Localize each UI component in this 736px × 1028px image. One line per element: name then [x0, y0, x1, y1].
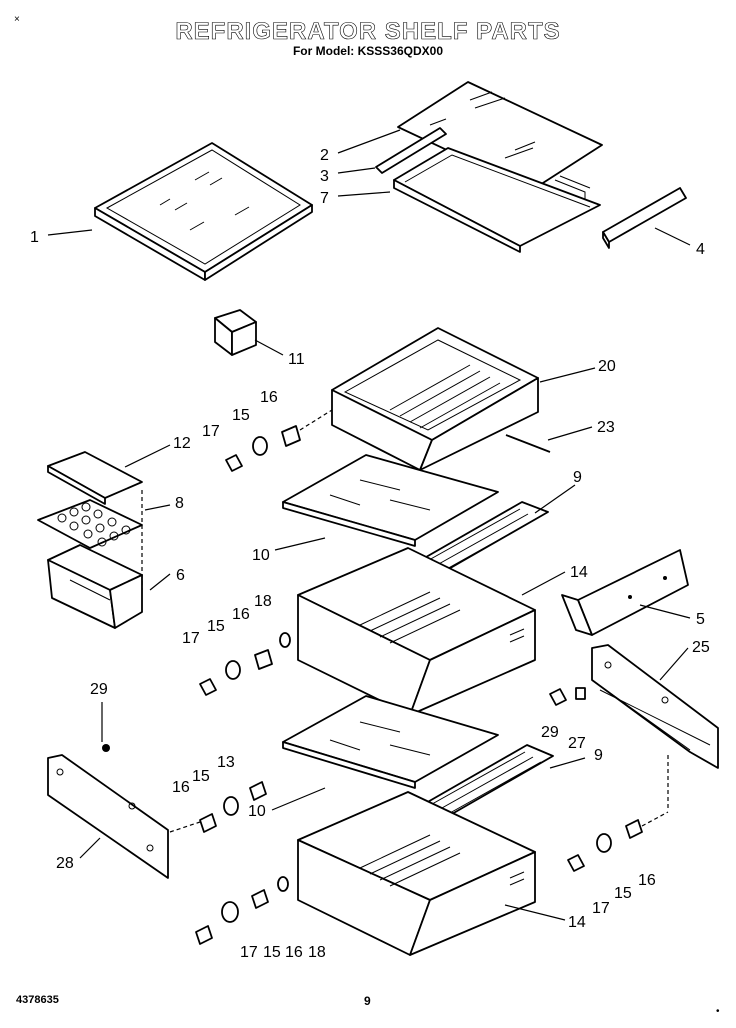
callout-1: 1	[30, 229, 39, 246]
callout-11: 11	[288, 351, 305, 368]
part-14-upper-drawer	[297, 547, 536, 716]
callout-15d: 15	[614, 885, 632, 902]
callout-14b: 14	[568, 914, 586, 931]
callout-29b: 29	[541, 724, 559, 741]
callout-7: 7	[320, 190, 329, 207]
part-14-lower-drawer	[297, 791, 536, 956]
part-9-lower-shelf	[404, 744, 554, 827]
callout-6: 6	[176, 567, 185, 584]
callout-17b: 17	[182, 630, 200, 647]
callout-16b: 16	[232, 606, 250, 623]
callout-labels: 1 2 3 7 4 11 20 16 15 17 23 12 9 8 10 14…	[30, 147, 710, 961]
callout-27: 27	[568, 735, 586, 752]
document-number: 4378635	[16, 994, 59, 1006]
callout-16a: 16	[260, 389, 278, 406]
part-28-left-bracket	[47, 754, 169, 879]
callout-2: 2	[320, 147, 329, 164]
callout-29a: 29	[90, 681, 108, 698]
callout-3: 3	[320, 168, 329, 185]
page-title: REFRIGERATOR SHELF PARTS	[175, 18, 561, 46]
callout-16e: 16	[285, 944, 303, 961]
callout-9a: 9	[573, 469, 582, 486]
callout-20: 20	[598, 358, 616, 375]
part-1-glass-shelf	[94, 142, 313, 281]
callout-13: 13	[217, 754, 235, 771]
callout-14a: 14	[570, 564, 588, 581]
part-25-right-bracket	[591, 644, 719, 769]
callout-16c: 16	[172, 779, 190, 796]
part-4-front-trim	[602, 187, 687, 249]
model-subtitle: For Model: KSSS36QDX00	[292, 44, 444, 58]
callout-23: 23	[597, 419, 615, 436]
part-10-lower-glass-shelf	[282, 695, 499, 789]
callout-18b: 18	[308, 944, 326, 961]
hardware-set-lower	[195, 876, 289, 945]
part-5-rail	[561, 549, 689, 636]
page-number: 9	[364, 994, 371, 1008]
callout-28: 28	[56, 855, 74, 872]
leader-lines	[47, 129, 691, 921]
hardware-set-middle	[199, 632, 291, 696]
callout-10a: 10	[252, 547, 270, 564]
callout-16d: 16	[638, 872, 656, 889]
corner-mark-icon: •	[716, 1006, 720, 1017]
part-10-upper-glass-shelf	[282, 454, 499, 547]
corner-mark-icon: ×	[14, 14, 20, 25]
part-7-shelf-frame	[393, 147, 601, 253]
hardware-set-right	[549, 687, 669, 872]
callout-12: 12	[173, 435, 191, 452]
callout-15b: 15	[207, 618, 225, 635]
part-12-lid	[47, 451, 143, 505]
callout-9b: 9	[594, 747, 603, 764]
callout-17a: 17	[202, 423, 220, 440]
callout-17d: 17	[240, 944, 258, 961]
callout-10b: 10	[248, 803, 266, 820]
hardware-set-upper	[225, 409, 333, 472]
hardware-set-left-bracket	[102, 744, 267, 833]
callout-15c: 15	[192, 768, 210, 785]
callout-25: 25	[692, 639, 710, 656]
callout-17c: 17	[592, 900, 610, 917]
part-8-egg-tray	[37, 499, 143, 549]
part-20-upper-drawer	[331, 327, 539, 471]
part-6-bin	[47, 544, 143, 629]
callout-15e: 15	[263, 944, 281, 961]
callout-5: 5	[696, 611, 705, 628]
part-11-bracket	[214, 309, 257, 356]
part-23-slide	[505, 434, 551, 453]
part-3-shelf-rail	[375, 127, 447, 174]
callout-4: 4	[696, 241, 705, 258]
callout-15a: 15	[232, 407, 250, 424]
callout-18a: 18	[254, 593, 272, 610]
callout-8: 8	[175, 495, 184, 512]
